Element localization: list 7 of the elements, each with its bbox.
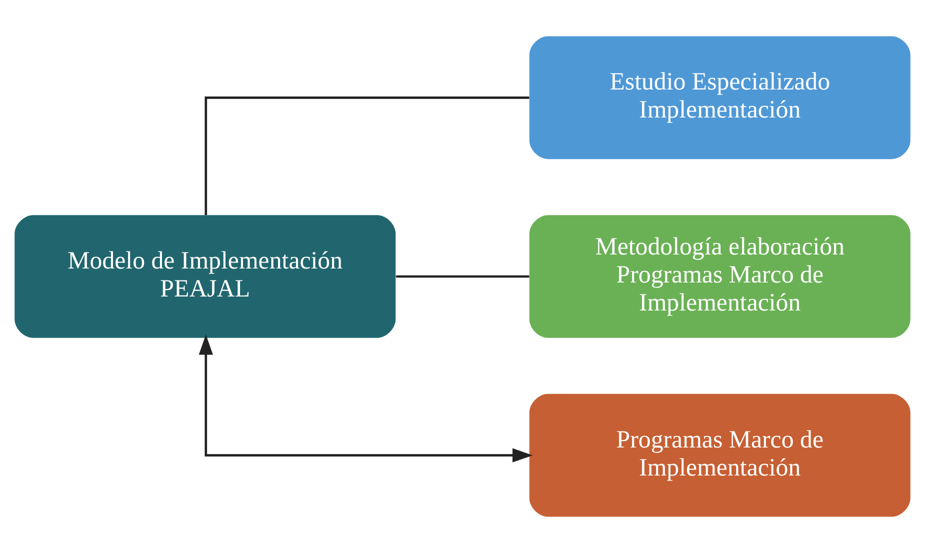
connector [396, 274, 530, 278]
node-box: Metodología elaboración Programas Marco de Implementación [529, 214, 910, 338]
connector [204, 96, 530, 214]
node-box: Modelo de Implementación PEAJAL [14, 214, 396, 338]
arrow [198, 334, 533, 462]
node-box: Programas Marco de Implementación [529, 393, 910, 516]
node-box: Estudio Especializado Implementación [529, 36, 910, 159]
